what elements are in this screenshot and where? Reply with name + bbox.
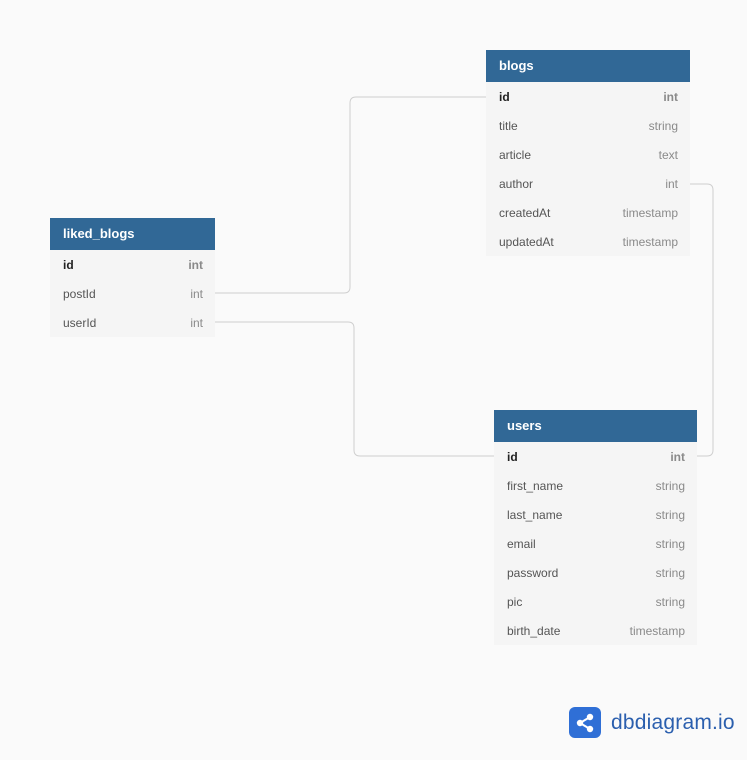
field-row-title[interactable]: title string — [486, 111, 690, 140]
field-row-email[interactable]: email string — [494, 529, 697, 558]
field-type: int — [663, 89, 678, 104]
field-type: string — [655, 594, 685, 609]
field-type: timestamp — [629, 623, 685, 638]
field-name: birth_date — [507, 623, 561, 638]
brand-name: dbdiagram.io — [611, 710, 735, 734]
field-name: pic — [507, 594, 523, 609]
field-type: string — [655, 565, 685, 580]
field-row-last-name[interactable]: last_name string — [494, 500, 697, 529]
field-name: last_name — [507, 507, 563, 522]
field-type: int — [665, 176, 678, 191]
field-row-pic[interactable]: pic string — [494, 587, 697, 616]
field-name: first_name — [507, 478, 564, 493]
field-name: author — [499, 176, 534, 191]
field-row-id[interactable]: id int — [50, 250, 215, 279]
brand-logo[interactable]: dbdiagram.io — [569, 707, 735, 738]
field-row-id[interactable]: id int — [486, 82, 690, 111]
field-name: title — [499, 118, 518, 133]
field-name: id — [63, 257, 74, 272]
field-row-postId[interactable]: postId int — [50, 279, 215, 308]
field-type: timestamp — [622, 205, 678, 220]
table-header[interactable]: users — [494, 410, 697, 442]
field-type: int — [190, 286, 203, 301]
field-type: text — [658, 147, 678, 162]
field-row-password[interactable]: password string — [494, 558, 697, 587]
table-header[interactable]: blogs — [486, 50, 690, 82]
field-row-updatedAt[interactable]: updatedAt timestamp — [486, 227, 690, 256]
table-fields: id int title string article text author int crea… — [486, 82, 690, 256]
field-type: int — [670, 449, 685, 464]
field-row-id[interactable]: id int — [494, 442, 697, 471]
field-row-article[interactable]: article text — [486, 140, 690, 169]
field-type: string — [655, 536, 685, 551]
field-type: string — [655, 507, 685, 522]
field-type: int — [188, 257, 203, 272]
field-row-first-name[interactable]: first_name string — [494, 471, 697, 500]
field-type: string — [648, 118, 678, 133]
field-name: password — [507, 565, 559, 580]
field-name: id — [499, 89, 510, 104]
field-type: timestamp — [622, 234, 678, 249]
table-fields: id int postId int userId int — [50, 250, 215, 337]
field-row-birth-date[interactable]: birth_date timestamp — [494, 616, 697, 645]
field-name: postId — [63, 286, 96, 301]
field-row-author[interactable]: author int — [486, 169, 690, 198]
field-name: id — [507, 449, 518, 464]
field-name: userId — [63, 315, 97, 330]
field-type: string — [655, 478, 685, 493]
field-name: createdAt — [499, 205, 551, 220]
table-liked-blogs[interactable]: liked_blogs id int postId int userId int — [50, 218, 215, 337]
relation-userId-to-users-id[interactable] — [215, 321, 494, 457]
field-name: email — [507, 536, 536, 551]
field-name: updatedAt — [499, 234, 554, 249]
field-name: article — [499, 147, 532, 162]
field-type: int — [190, 315, 203, 330]
share-nodes-icon — [569, 707, 601, 738]
relation-postId-to-blogs-id[interactable] — [215, 96, 486, 294]
table-header[interactable]: liked_blogs — [50, 218, 215, 250]
field-row-createdAt[interactable]: createdAt timestamp — [486, 198, 690, 227]
field-row-userId[interactable]: userId int — [50, 308, 215, 337]
